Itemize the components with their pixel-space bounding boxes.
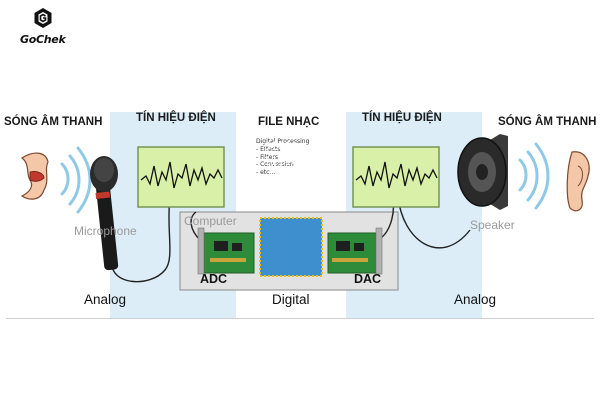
label-dac: DAC xyxy=(354,272,382,286)
mic-cable xyxy=(111,195,171,283)
gochek-logo-icon xyxy=(34,8,52,28)
processing-item: - Effects xyxy=(256,145,281,153)
label-sound-wave-left: SÓNG ÂM THANH xyxy=(4,116,103,128)
label-analog-left: Analog xyxy=(84,292,127,307)
speaker-icon xyxy=(457,134,508,210)
label-sound-wave-right: SÓNG ÂM THANH xyxy=(498,116,597,128)
brand-name: GoChek xyxy=(20,33,66,46)
binary-row: 11110 xyxy=(264,155,299,168)
processing-item: - etc... xyxy=(256,169,276,177)
audio-signal-diagram: SÓNG ÂM THANH TÍN HIỆU ĐIỆN FILE NHẠC TÍ… xyxy=(0,100,600,320)
binary-row: 10110 xyxy=(264,125,299,138)
wave-box-left xyxy=(137,146,225,208)
processing-item: - Filters xyxy=(256,153,279,161)
label-analog-right: Analog xyxy=(454,292,497,307)
dac-board xyxy=(327,227,383,275)
processing-item: - Conversion xyxy=(256,161,294,169)
sound-waves-left-icon xyxy=(60,146,92,214)
microphone-icon xyxy=(90,156,119,271)
label-microphone: Microphone xyxy=(74,224,137,238)
binary-chip xyxy=(259,217,323,277)
label-speaker: Speaker xyxy=(470,218,515,232)
binary-row: 01011 xyxy=(264,140,299,153)
wave-box-right xyxy=(352,146,440,208)
brand-logo: GoChek xyxy=(20,8,66,50)
mouth-icon xyxy=(20,152,49,200)
binary-data: 10110 01011 11110 xyxy=(264,124,322,169)
label-music-file: FILE NHẠC xyxy=(258,116,320,128)
digital-processing-list: Digital Processing - Effects - Filters -… xyxy=(256,138,346,177)
processing-title: Digital Processing xyxy=(256,138,310,145)
speaker-cable xyxy=(397,195,471,249)
label-electric-signal-right: TÍN HIỆU ĐIỆN xyxy=(362,112,442,124)
label-adc: ADC xyxy=(200,272,228,286)
label-digital: Digital xyxy=(272,292,310,307)
diagram-graphics xyxy=(20,112,590,318)
label-computer: Computer xyxy=(184,214,237,228)
label-electric-signal-left: TÍN HIỆU ĐIỆN xyxy=(136,112,216,124)
divider xyxy=(6,318,594,319)
sound-waves-right-icon xyxy=(518,142,550,210)
ear-icon xyxy=(566,151,590,212)
adc-board xyxy=(197,227,255,275)
